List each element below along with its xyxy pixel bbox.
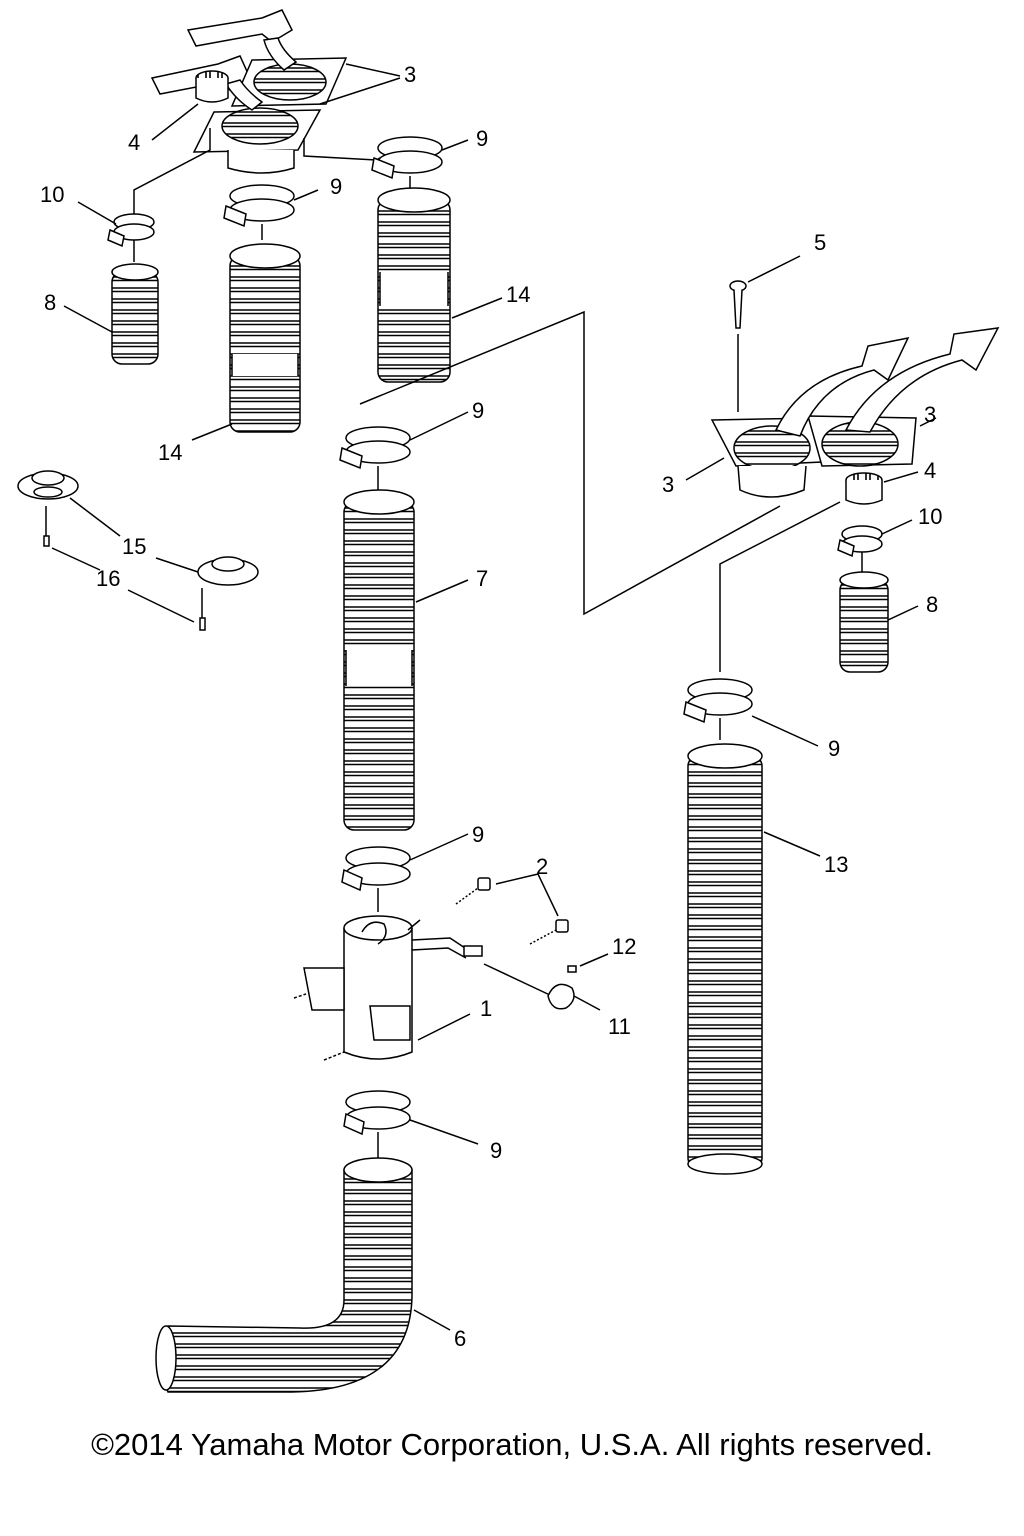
callout-5: 5 (814, 230, 826, 255)
hose-8-left (63, 263, 159, 365)
callout-9-center-mid: 9 (472, 822, 484, 847)
callout-15: 15 (122, 534, 146, 559)
screw-5 (729, 255, 801, 412)
hose-clamp-9-top-left (223, 184, 319, 240)
hose-clamp-10-left (77, 201, 155, 262)
hose-7 (343, 489, 469, 831)
callout-3-top: 3 (404, 62, 416, 87)
callout-10-left: 10 (40, 182, 64, 207)
hose-clamp-10-right (837, 519, 913, 574)
callout-1: 1 (480, 996, 492, 1021)
hose-8-right (839, 571, 919, 673)
hose-clamp-9-center-upper (339, 411, 469, 496)
hose-13 (687, 743, 821, 1175)
elbow-hose-6 (155, 1157, 451, 1393)
callout-4-right: 4 (924, 458, 936, 483)
callout-12: 12 (612, 934, 636, 959)
grommet-15-lower (127, 556, 259, 631)
callout-7: 7 (476, 566, 488, 591)
hose-clamp-9-right (683, 678, 819, 747)
vent-cover-assembly-right (685, 327, 1000, 498)
callout-8-left: 8 (44, 290, 56, 315)
connector-leader-line (359, 310, 781, 616)
callout-3-right-lower: 3 (662, 472, 674, 497)
callout-2: 2 (536, 854, 548, 879)
hose-clamp-9-center-mid (341, 833, 469, 912)
callout-16: 16 (96, 566, 120, 591)
pump-housing-1 (293, 915, 553, 1061)
callout-labels: 3 4 9 9 10 8 14 14 5 3 3 4 10 8 9 15 16 … (40, 62, 942, 1351)
callout-11: 11 (608, 1014, 631, 1039)
callout-3-right: 3 (924, 402, 936, 427)
callout-10-right: 10 (918, 504, 942, 529)
callout-8-right: 8 (926, 592, 938, 617)
hose-clamp-9-top-right (371, 136, 469, 196)
callout-9-center-upper: 9 (472, 398, 484, 423)
callout-14-right: 14 (506, 282, 530, 307)
callout-9-right: 9 (828, 736, 840, 761)
vent-cover-assembly-top (133, 9, 413, 214)
screw-12 (567, 953, 609, 973)
screws-2 (455, 873, 569, 945)
callout-9-top-right: 9 (476, 126, 488, 151)
filter-4-right (719, 471, 919, 672)
clip-11 (547, 983, 601, 1011)
hose-clamp-9-center-lower (343, 1090, 479, 1162)
callout-4-top: 4 (128, 130, 140, 155)
callout-14-left: 14 (158, 440, 182, 465)
copyright-notice: ©2014 Yamaha Motor Corporation, U.S.A. A… (91, 1427, 933, 1462)
callout-9-top-left: 9 (330, 174, 342, 199)
hose-14-right (377, 187, 503, 383)
callout-6: 6 (454, 1326, 466, 1351)
callout-9-center-lower: 9 (490, 1138, 502, 1163)
grommet-15-upper (17, 470, 121, 571)
callout-13: 13 (824, 852, 848, 877)
hose-14-left (191, 243, 301, 441)
